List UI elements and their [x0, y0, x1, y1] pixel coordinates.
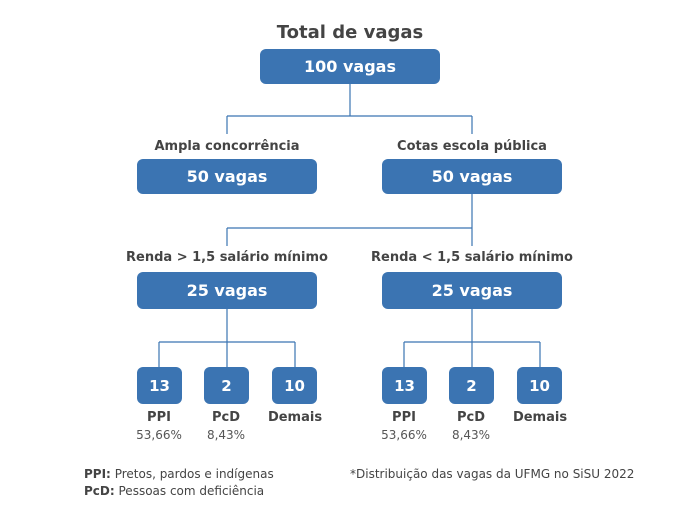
ampla-box: 50 vagas [137, 159, 317, 194]
acima-demais-name: Demais [267, 410, 323, 425]
acima-ppi-count: 13 [149, 376, 170, 395]
connector-cotas [226, 194, 473, 246]
total-box: 100 vagas [260, 49, 440, 84]
acima-ppi-box: 13 [137, 367, 182, 404]
abaixo-demais-name: Demais [512, 410, 568, 425]
acima-pcd-count: 2 [221, 376, 232, 395]
abaixo-ppi-box: 13 [382, 367, 427, 404]
abaixo-ppi-count: 13 [394, 376, 415, 395]
acima-ppi-pct: 53,66% [136, 428, 182, 442]
diagram-title: Total de vagas [276, 22, 424, 43]
acima-demais-caption: Demais [259, 409, 331, 427]
abaixo-pcd-caption: PcD 8,43% [436, 409, 506, 443]
abaixo-ppi-caption: PPI 53,66% [369, 409, 439, 443]
acima-pcd-pct: 8,43% [206, 428, 246, 442]
abaixo-pcd-count: 2 [466, 376, 477, 395]
abaixo-pcd-pct: 8,43% [451, 428, 491, 442]
connector-total [226, 84, 473, 134]
renda-abaixo-value: 25 vagas [431, 281, 513, 300]
cotas-value: 50 vagas [431, 167, 513, 186]
source-note: *Distribuição das vagas da UFMG no SiSU … [350, 467, 635, 481]
abaixo-pcd-box: 2 [449, 367, 494, 404]
abaixo-demais-caption: Demais [504, 409, 576, 427]
acima-demais-box: 10 [272, 367, 317, 404]
legend-pcd: PcD: Pessoas com deficiência [84, 483, 264, 499]
renda-acima-label: Renda > 1,5 salário mínimo [126, 250, 328, 265]
legend-ppi: PPI: Pretos, pardos e indígenas [84, 466, 274, 482]
acima-pcd-box: 2 [204, 367, 249, 404]
legend-pcd-key: PcD: [84, 484, 115, 498]
ampla-label: Ampla concorrência [154, 139, 300, 154]
connector-renda-acima [158, 309, 296, 367]
acima-pcd-name: PcD [211, 410, 241, 425]
connector-renda-abaixo [403, 309, 541, 367]
cotas-box: 50 vagas [382, 159, 562, 194]
legend-pcd-text: Pessoas com deficiência [118, 484, 265, 498]
ampla-value: 50 vagas [186, 167, 268, 186]
abaixo-ppi-pct: 53,66% [381, 428, 427, 442]
renda-abaixo-box: 25 vagas [382, 272, 562, 309]
cotas-label: Cotas escola pública [397, 139, 547, 154]
abaixo-demais-count: 10 [529, 376, 550, 395]
legend-ppi-key: PPI: [84, 467, 111, 481]
acima-demais-count: 10 [284, 376, 305, 395]
abaixo-demais-box: 10 [517, 367, 562, 404]
renda-acima-box: 25 vagas [137, 272, 317, 309]
acima-pcd-caption: PcD 8,43% [191, 409, 261, 443]
renda-abaixo-label: Renda < 1,5 salário mínimo [371, 250, 573, 265]
legend-ppi-text: Pretos, pardos e indígenas [114, 467, 274, 481]
acima-ppi-name: PPI [147, 410, 171, 425]
acima-ppi-caption: PPI 53,66% [124, 409, 194, 443]
abaixo-pcd-name: PcD [456, 410, 486, 425]
renda-acima-value: 25 vagas [186, 281, 268, 300]
total-value: 100 vagas [304, 57, 396, 76]
abaixo-ppi-name: PPI [392, 410, 416, 425]
